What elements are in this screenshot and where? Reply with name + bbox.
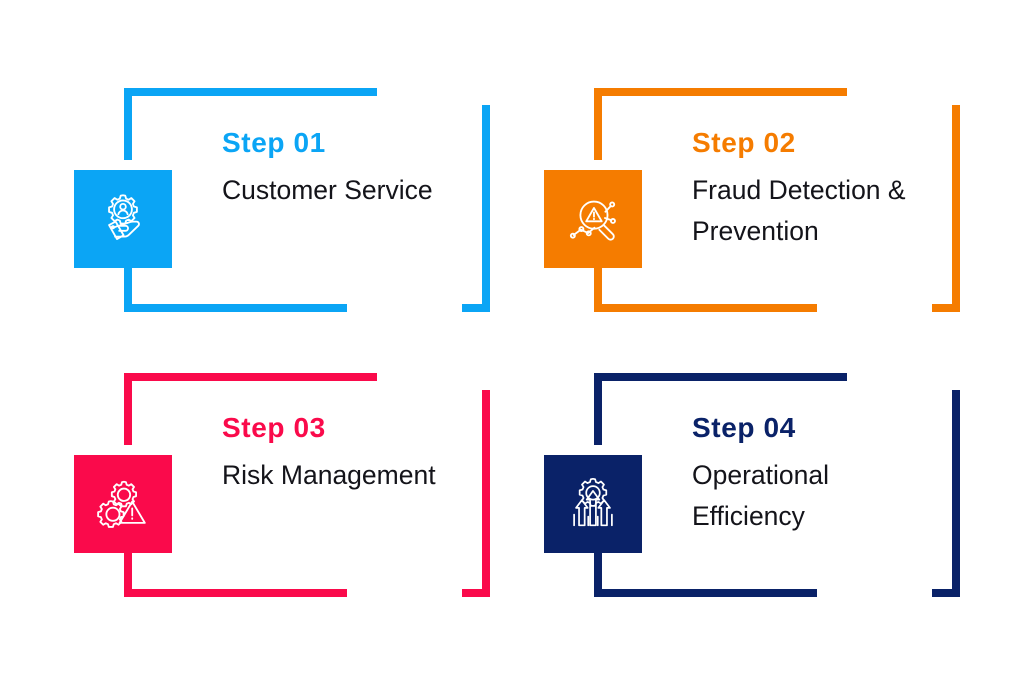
bracket-right-foot <box>462 304 490 312</box>
step-text-block-02: Step 02 Fraud Detection & Prevention <box>692 127 942 252</box>
bracket-top-horizontal <box>124 373 377 381</box>
step-description: Fraud Detection & Prevention <box>692 174 906 246</box>
step-icon-tile-04 <box>544 455 642 553</box>
gears-warning-triangle-icon <box>97 480 146 528</box>
step-card-02[interactable]: Step 02 Fraud Detection & Prevention <box>524 80 994 320</box>
bracket-right-vertical <box>952 390 960 597</box>
bracket-top-vertical <box>124 88 132 160</box>
magnifier-warning-chart-icon <box>569 200 616 241</box>
step-description: Risk Management <box>222 459 436 490</box>
step-title: Step 02 <box>692 127 796 158</box>
step-title: Step 01 <box>222 127 326 158</box>
step-icon-tile-02 <box>544 170 642 268</box>
step-description: Customer Service <box>222 174 433 205</box>
bracket-bottom-vertical <box>124 232 132 312</box>
bracket-bottom-vertical <box>124 517 132 597</box>
bracket-right-vertical <box>482 390 490 597</box>
step-description: Operational Efficiency <box>692 459 830 531</box>
bracket-right-foot <box>932 304 960 312</box>
step-title: Step 03 <box>222 412 326 443</box>
step-icon-tile-03 <box>74 455 172 553</box>
step-card-04[interactable]: Step 04 Operational Efficiency <box>524 365 994 605</box>
gear-growth-arrows-icon <box>573 477 613 527</box>
bracket-right-vertical <box>482 105 490 312</box>
bracket-top-horizontal <box>124 88 377 96</box>
bracket-right-foot <box>462 589 490 597</box>
step-title: Step 04 <box>692 412 796 443</box>
bracket-top-vertical <box>594 373 602 445</box>
bracket-top-horizontal <box>594 88 847 96</box>
bracket-bottom-vertical <box>594 517 602 597</box>
step-card-03[interactable]: Step 03 Risk Management <box>54 365 524 605</box>
step-text-block-01: Step 01 Customer Service <box>222 127 472 211</box>
bracket-bottom-horizontal <box>594 589 817 597</box>
step-card-01[interactable]: Step 01 Customer Service <box>54 80 524 320</box>
bracket-top-vertical <box>124 373 132 445</box>
bracket-bottom-horizontal <box>594 304 817 312</box>
step-text-block-03: Step 03 Risk Management <box>222 412 472 496</box>
bracket-right-foot <box>932 589 960 597</box>
bracket-top-vertical <box>594 88 602 160</box>
bracket-bottom-vertical <box>594 232 602 312</box>
step-icon-tile-01 <box>74 170 172 268</box>
bracket-bottom-horizontal <box>124 589 347 597</box>
step-text-block-04: Step 04 Operational Efficiency <box>692 412 942 537</box>
bracket-bottom-horizontal <box>124 304 347 312</box>
bracket-right-vertical <box>952 105 960 312</box>
hand-holding-user-gear-icon <box>108 194 140 240</box>
bracket-top-horizontal <box>594 373 847 381</box>
